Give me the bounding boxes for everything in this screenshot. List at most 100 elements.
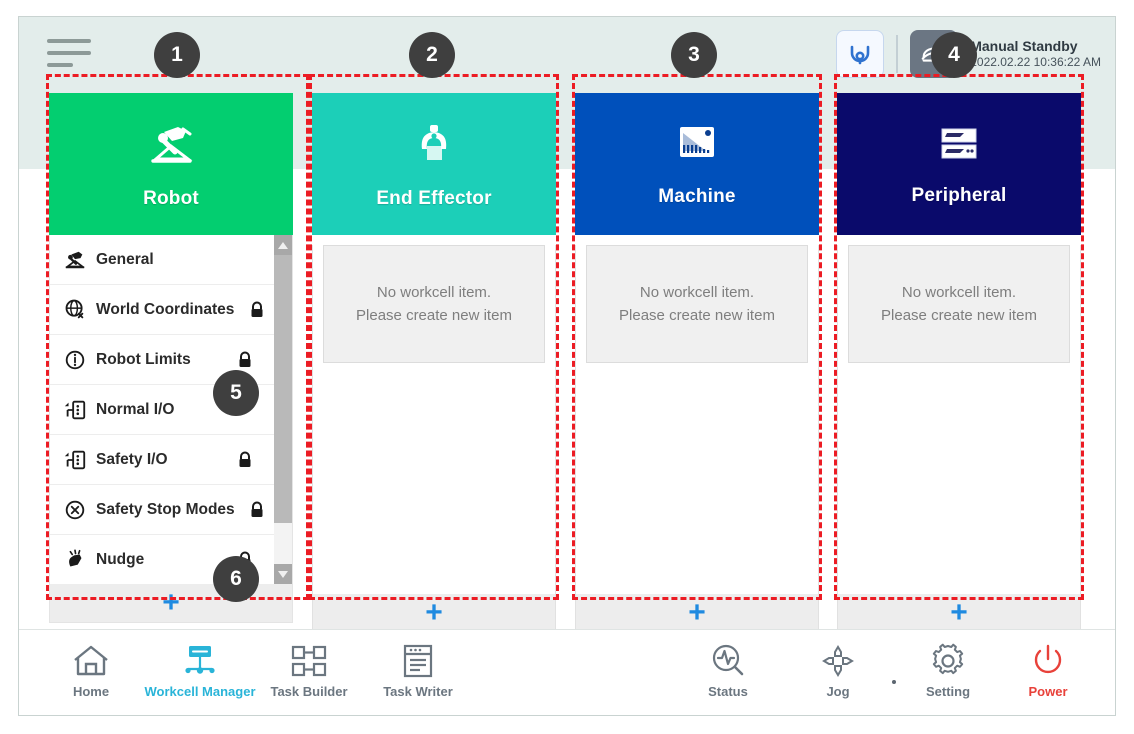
nav-item-home[interactable]: Home [37,640,145,710]
mode-status-text: Manual Standby 2022.02.22 10:36:22 AM [970,38,1101,71]
list-item[interactable]: Robot Limits [50,335,274,385]
hamburger-line [47,63,73,67]
bottom-navigation: Home Workcell Manager [19,629,1115,715]
add-end-effector-item-button[interactable]: + [313,594,555,632]
column-title: Machine [658,185,736,207]
nav-label: Task Writer [383,684,453,699]
empty-line-2: Please create new item [356,307,512,324]
annotation-badge-6: 6 [213,556,259,602]
annotation-badge-5: 5 [213,370,259,416]
column-body-peripheral: No workcell item. Please create new item… [837,245,1081,633]
home-icon [71,640,111,682]
workcell-column-machine: Machine No workcell item. Please create … [575,93,819,633]
power-icon [1029,640,1067,682]
nav-item-workcell-manager[interactable]: Workcell Manager [144,640,256,710]
empty-line-1: No workcell item. [901,283,1017,301]
jog-dpad-icon [817,640,859,682]
robot-home-icon[interactable] [836,30,885,78]
workcell-column-peripheral: Peripheral No workcell item. Please crea… [837,93,1081,633]
header-divider [896,35,899,73]
machine-chart-icon [673,121,721,172]
peripheral-rack-icon [934,122,984,171]
chevron-down-icon [278,570,288,578]
annotation-badge-3: 3 [671,32,717,78]
nav-label: Task Builder [270,684,348,699]
globe-axis-icon [60,295,90,325]
workcell-column-end-effector: End Effector No workcell item. Please cr… [312,93,556,633]
io-port-icon [60,395,90,425]
nav-label: Power [1028,684,1068,699]
hamburger-line [47,51,91,55]
column-title: Robot [143,187,199,209]
empty-line-2: Please create new item [619,307,775,324]
limits-circle-icon [60,345,90,375]
workcell-board: Robot [19,17,1115,715]
column-header-robot[interactable]: Robot [49,93,293,235]
scroll-down-button[interactable] [274,564,292,584]
nav-label: Status [708,684,748,699]
list-item[interactable]: Normal I/O [50,385,274,435]
app-window: Manual Standby 2022.02.22 10:36:22 AM [18,16,1116,716]
scroll-up-button[interactable] [274,235,292,255]
status-scope-icon [708,640,748,682]
column-body-end-effector: No workcell item. Please create new item… [312,245,556,633]
task-writer-icon [398,640,438,682]
list-item[interactable]: Safety Stop Modes [50,485,274,535]
list-item[interactable]: World Coordinates [50,285,274,335]
list-item-label: Safety I/O [96,450,168,468]
nav-item-jog[interactable]: Jog [784,640,892,710]
list-scrollbar[interactable] [274,235,292,584]
hamburger-menu-icon[interactable] [47,39,91,73]
lock-icon [236,350,254,370]
nav-item-task-builder[interactable]: Task Builder [255,640,363,710]
robot-settings-list-inner: General [50,235,274,584]
list-item[interactable]: General [50,235,274,285]
io-port-icon [60,445,90,475]
plus-icon: + [688,596,706,629]
annotation-badge-4: 4 [931,32,977,78]
workcell-column-robot: Robot [49,93,293,623]
nav-item-task-writer[interactable]: Task Writer [364,640,472,710]
lock-icon [248,300,266,320]
empty-line-1: No workcell item. [376,283,492,301]
column-header-machine[interactable]: Machine [575,93,819,235]
list-item-label: Robot Limits [96,350,191,368]
plus-icon: + [950,596,968,629]
annotation-badge-2: 2 [409,32,455,78]
gripper-icon [409,119,459,174]
status-timestamp: 2022.02.22 10:36:22 AM [970,55,1101,70]
column-title: Peripheral [911,184,1007,206]
list-item-label: World Coordinates [96,300,235,318]
robot-arm-icon [60,245,90,275]
nav-dot-separator [892,680,896,684]
robot-settings-list: General [50,235,292,584]
lock-placeholder [248,250,266,270]
hamburger-line [47,39,91,43]
lock-icon [236,450,254,470]
stop-octagon-icon [60,495,90,525]
nav-label: Home [72,684,110,699]
list-item-label: General [96,250,154,268]
column-body-robot: General [49,235,293,623]
empty-line-1: No workcell item. [639,283,755,301]
add-machine-item-button[interactable]: + [576,594,818,632]
empty-state-card: No workcell item. Please create new item [323,245,545,363]
gear-icon [928,640,968,682]
column-header-peripheral[interactable]: Peripheral [837,93,1081,235]
empty-state-card: No workcell item. Please create new item [586,245,808,363]
nav-label: Jog [826,684,850,699]
list-item[interactable]: Safety I/O [50,435,274,485]
nav-item-power[interactable]: Power [994,640,1102,710]
nav-label: Workcell Manager [144,684,256,699]
robot-arm-icon [142,119,200,174]
nudge-hand-icon [60,545,90,575]
status-title: Manual Standby [970,37,1078,54]
lock-icon [248,500,266,520]
list-item-label: Normal I/O [96,400,175,418]
column-header-end-effector[interactable]: End Effector [312,93,556,235]
annotation-badge-1: 1 [154,32,200,78]
add-peripheral-item-button[interactable]: + [838,594,1080,632]
scrollbar-thumb[interactable] [274,255,292,523]
nav-item-setting[interactable]: Setting [894,640,1002,710]
nav-item-status[interactable]: Status [674,640,782,710]
